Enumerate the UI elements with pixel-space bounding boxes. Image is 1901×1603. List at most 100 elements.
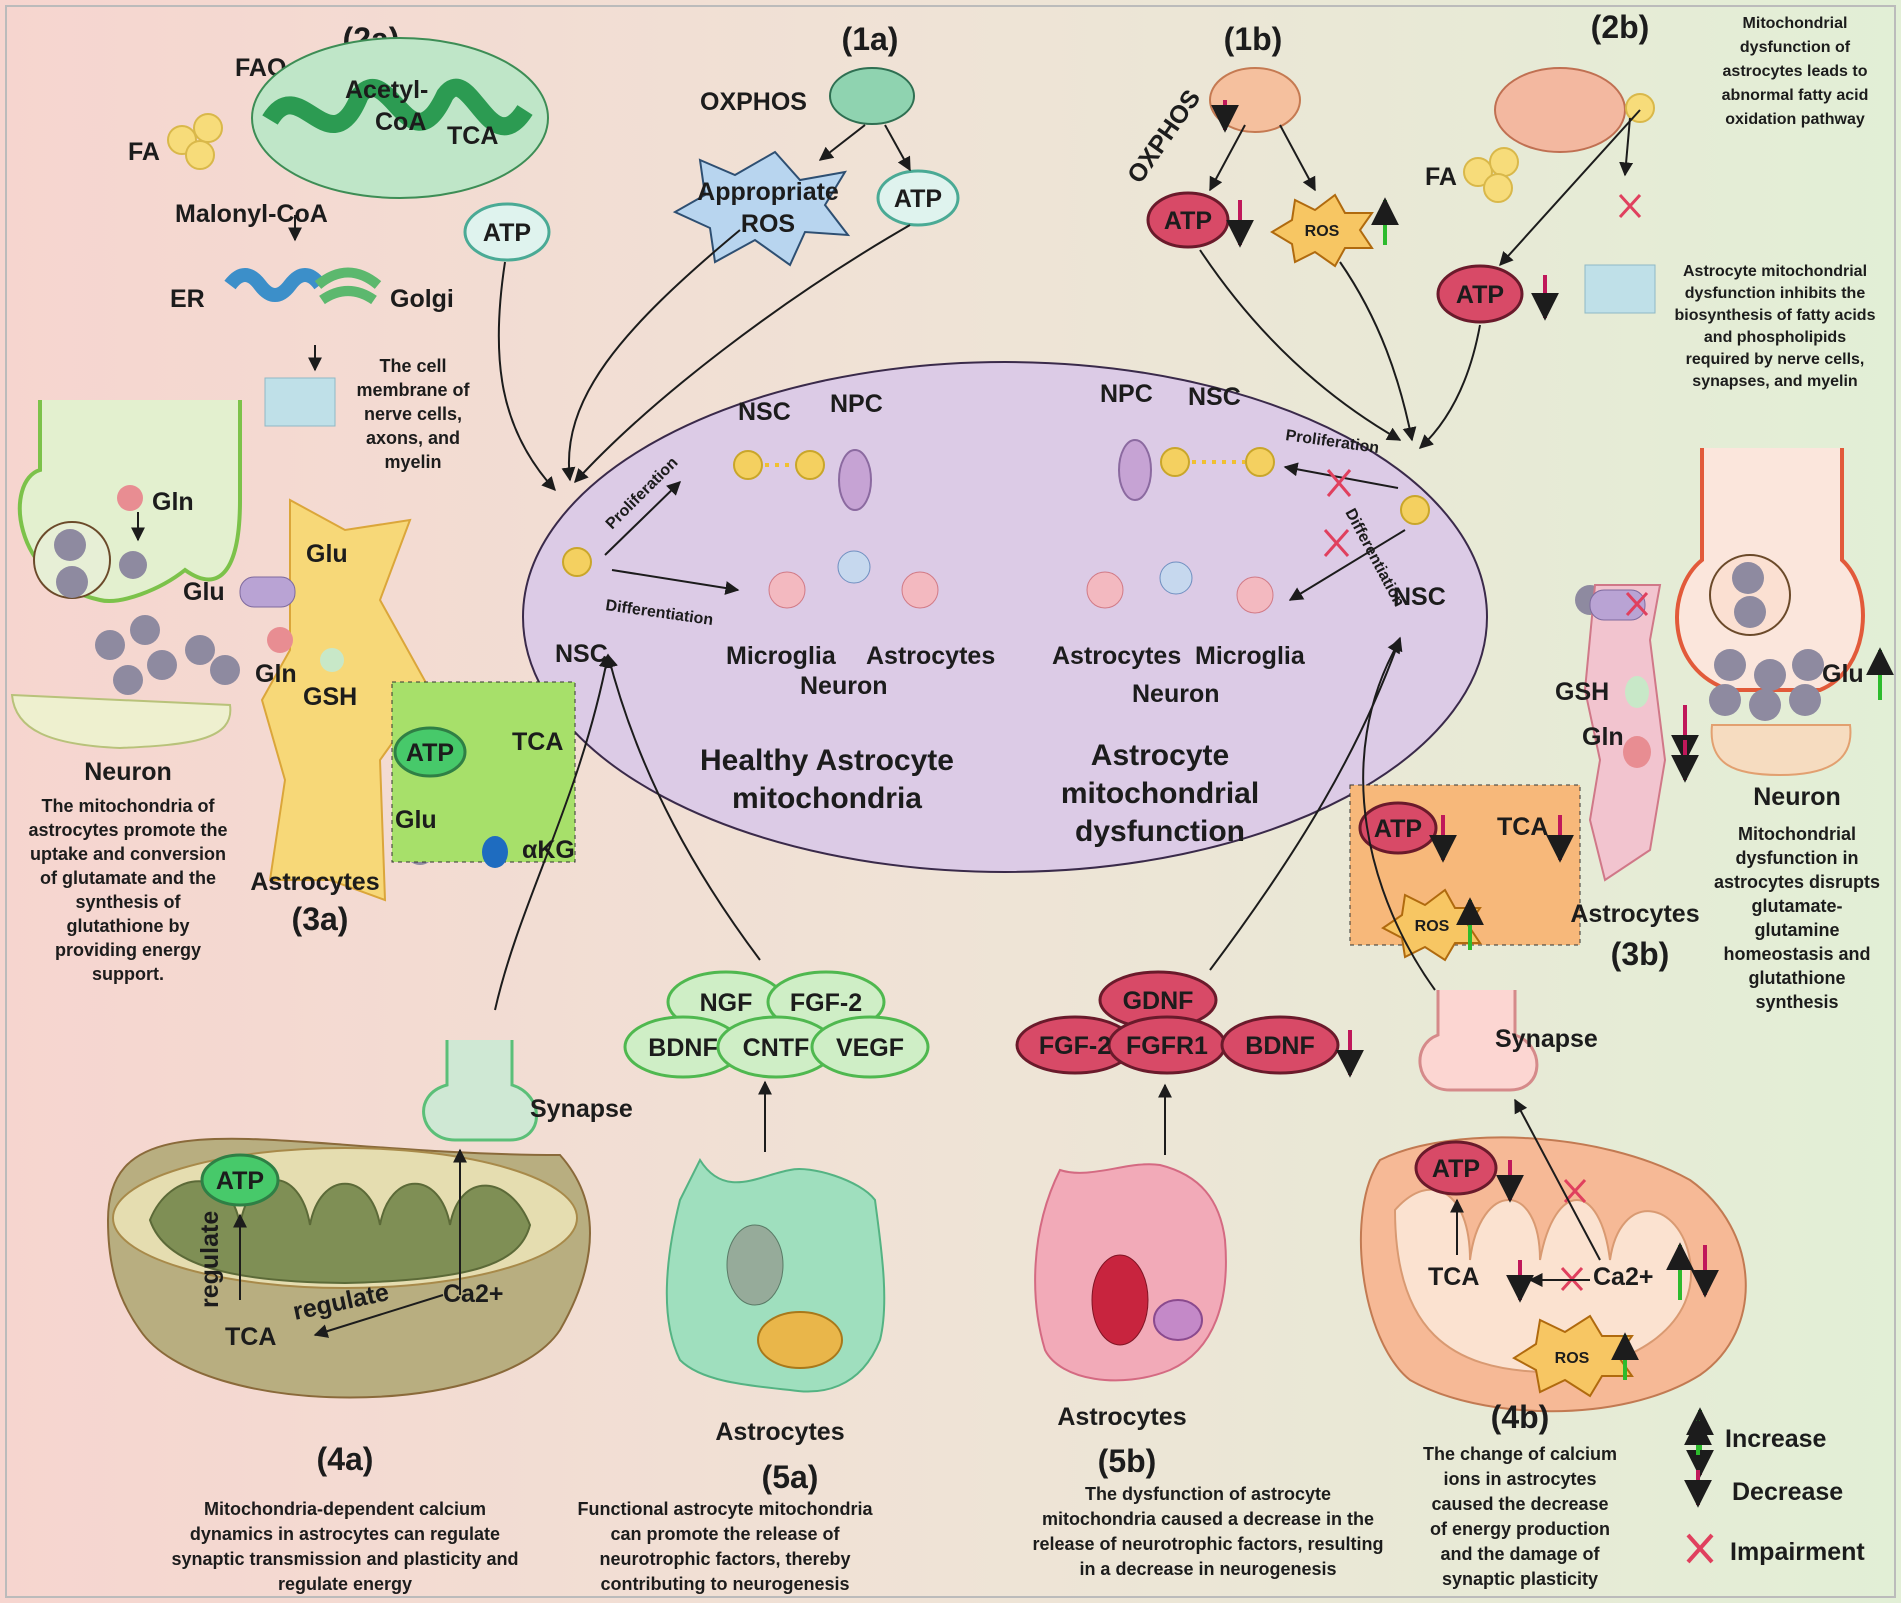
cap-3b-5: homeostasis and <box>1723 944 1870 964</box>
ros-star-4b <box>1512 1314 1634 1398</box>
cap-4a-3: regulate energy <box>278 1574 412 1594</box>
dysf-nsc-cells <box>1160 447 1430 525</box>
cap-2b-top-4: oxidation pathway <box>1725 111 1865 128</box>
cap-3b-7: synthesis <box>1755 992 1838 1012</box>
cap-2b-bot-0: Astrocyte mitochondrial <box>1683 263 1867 280</box>
golgi-icon <box>314 267 382 305</box>
panel-5b: GDNF FGF-2 FGFR1 BDNF Astrocytes (5b) Th… <box>1015 970 1384 1579</box>
mito-2a-cristae <box>262 78 533 136</box>
dysf-astrocytes-label: Astrocytes <box>1052 642 1181 670</box>
factor-5a-4: VEGF <box>836 1034 904 1062</box>
factors-5b <box>1015 970 1340 1075</box>
nucleus-5a <box>726 1224 784 1306</box>
healthy-title-line1: Healthy Astrocyte <box>700 744 954 777</box>
membrane-icon-2b <box>1584 264 1656 314</box>
vesicle-3b <box>1709 554 1791 636</box>
cap-5b-3: in a decrease in neurogenesis <box>1079 1559 1336 1579</box>
tag-4b: (4b) <box>1491 1399 1550 1435</box>
er-icon <box>224 268 326 302</box>
cap-3a-4: synthesis of <box>75 892 181 912</box>
legend: Increase Decrease Impairment <box>1684 1417 1865 1566</box>
impairment-mark-2b <box>1618 193 1642 219</box>
fa-2a: FA <box>128 138 160 166</box>
cap-2b-top-0: Mitochondrial <box>1743 15 1848 32</box>
glu-3a-inset: Glu <box>395 806 437 834</box>
neuron-3b: Neuron <box>1753 783 1841 811</box>
atp-3b-label: ATP <box>1374 815 1422 843</box>
healthy-microglia-label: Microglia <box>726 642 837 670</box>
cap-3b-6: glutathione <box>1749 968 1846 988</box>
cap-2a-1: membrane of <box>356 380 470 400</box>
atp-4a-label: ATP <box>216 1167 264 1195</box>
akg-dot-3a <box>482 836 508 868</box>
healthy-npc-cell <box>838 449 872 511</box>
atp-4b <box>1414 1140 1498 1196</box>
cap-2b-top-2: astrocytes leads to <box>1723 63 1868 80</box>
factor-5a-1: FGF-2 <box>790 989 862 1017</box>
cap-3b-3: glutamate- <box>1751 896 1842 916</box>
cap-3b-2: astrocytes disrupts <box>1714 872 1880 892</box>
cap-5a-2: neurotrophic factors, thereby <box>599 1549 850 1569</box>
center-ellipse <box>522 361 1488 873</box>
healthy-nsc-cells <box>562 450 825 577</box>
ros-1b-label: ROS <box>1305 223 1340 240</box>
dysf-title-line2: mitochondrial <box>1061 777 1259 810</box>
ros-star-1a <box>672 150 851 267</box>
factor-5a-3: CNTF <box>743 1034 810 1062</box>
cap-3b-1: dysfunction in <box>1736 848 1859 868</box>
synapse-4a-label: Synapse <box>530 1095 633 1123</box>
panel-2a: (2a) FAO Acetyl- CoA TCA FA Malonyl-CoA … <box>128 21 551 472</box>
postsynaptic-3a <box>10 693 232 750</box>
healthy-nsc2-label: NSC <box>738 398 791 426</box>
factor-5b-2: FGFR1 <box>1126 1032 1208 1060</box>
gln-3b: Gln <box>1582 723 1624 751</box>
cap-2a-0: The cell <box>379 356 446 376</box>
cap-4b-3: of energy production <box>1430 1519 1610 1539</box>
cap-3a-2: uptake and conversion <box>30 844 226 864</box>
atp-1a <box>876 169 960 227</box>
astrocytes-5a: Astrocytes <box>715 1418 844 1446</box>
tag-4a: (4a) <box>317 1441 374 1477</box>
cap-2b-bot-3: and phospholipids <box>1704 329 1846 346</box>
factors-5a <box>623 970 930 1079</box>
atp-1b-label: ATP <box>1164 207 1212 235</box>
nucleus-5b <box>1091 1254 1149 1346</box>
healthy-nsc-label: NSC <box>555 640 608 668</box>
cap-3a-6: providing energy <box>55 940 201 960</box>
atp-2a-label: ATP <box>483 219 531 247</box>
panel-3a: Gln Glu Glu Gln GSH ATP TCA Glu αKG Neur… <box>10 400 576 984</box>
cap-4a-1: dynamics in astrocytes can regulate <box>190 1524 500 1544</box>
impairment-marks-center <box>1323 469 1352 557</box>
astrocyte-3a <box>260 498 432 902</box>
astrocytes-3a: Astrocytes <box>250 868 379 896</box>
cap-3b-4: glutamine <box>1754 920 1839 940</box>
malonyl-label: Malonyl-CoA <box>175 200 328 228</box>
cap-2b-bot-2: biosynthesis of fatty acids <box>1675 307 1876 324</box>
gln-dot-3b <box>1623 736 1651 768</box>
cap-4b-2: caused the decrease <box>1431 1494 1608 1514</box>
astrocyte-3b <box>1583 584 1667 882</box>
healthy-astrocytes-label: Astrocytes <box>866 642 995 670</box>
healthy-npc-label: NPC <box>830 390 883 418</box>
cap-3b-0: Mitochondrial <box>1738 824 1856 844</box>
atp-3b <box>1358 801 1438 855</box>
gsh-3b: GSH <box>1555 678 1609 706</box>
panel-5a: NGF FGF-2 BDNF CNTF VEGF Astrocytes (5a)… <box>577 970 930 1594</box>
atp-4a <box>200 1153 280 1207</box>
cap-5a-0: Functional astrocyte mitochondria <box>577 1499 873 1519</box>
decrease-arrows <box>1211 100 1719 1478</box>
gsh-dot-3b <box>1625 676 1649 708</box>
neuron-3a: Neuron <box>84 758 172 786</box>
cap-2a-3: axons, and <box>366 428 460 448</box>
mito-4a-inner <box>148 1179 532 1285</box>
atp-4b-label: ATP <box>1432 1155 1480 1183</box>
dysf-microglia-label: Microglia <box>1195 642 1306 670</box>
atp-2a <box>463 202 551 262</box>
regulate-4a-vert: regulate <box>196 1211 224 1308</box>
acetyl-line2: CoA <box>375 108 426 136</box>
cap-4b-1: ions in astrocytes <box>1443 1469 1596 1489</box>
cap-3a-3: of glutamate and the <box>40 868 216 888</box>
cap-5b-2: release of neurotrophic factors, resulti… <box>1032 1534 1383 1554</box>
postsynaptic-3b <box>1710 724 1852 777</box>
gsh-dot-3a <box>320 648 344 672</box>
